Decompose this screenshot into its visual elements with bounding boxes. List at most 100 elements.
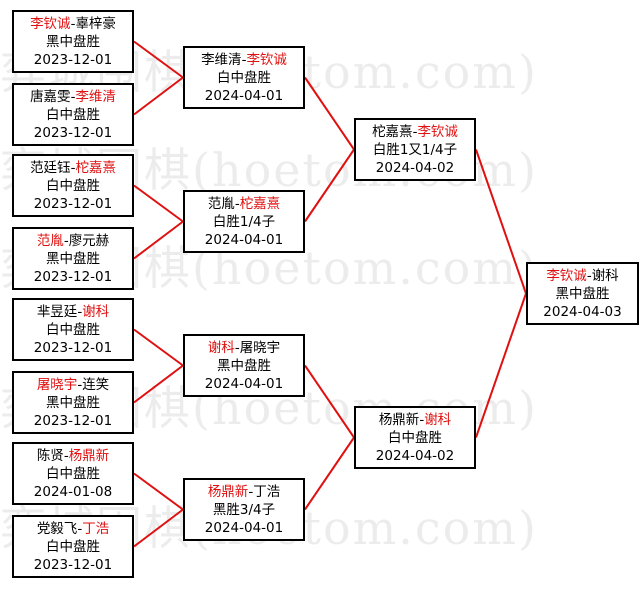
match-date: 2024-04-01 [204,231,284,248]
match-result: 白中盘胜 [388,429,442,446]
bracket-connector [304,364,355,439]
winner-name: 丁浩 [82,520,110,537]
player-name: 党毅飞 [36,520,78,537]
winner-name: 李钦诚 [246,51,287,68]
match-result: 黑中盘胜 [46,33,100,50]
match-result: 黑胜3/4子 [212,501,276,518]
match-date: 2023-12-01 [33,339,113,356]
match-players: 范廷钰-柁嘉熹 [30,159,116,177]
name-separator: - [77,376,83,393]
bracket-connector [304,76,355,151]
name-separator: - [586,267,592,284]
match-date: 2023-12-01 [33,412,113,429]
match-date: 2023-12-01 [33,195,113,212]
name-separator: - [63,447,69,464]
match-date: 2023-12-01 [33,556,113,573]
match-result: 黑中盘胜 [46,394,100,411]
match-players: 李钦诚-谢科 [546,267,618,285]
player-name: 连笑 [82,376,110,393]
player-name: 范廷钰 [30,159,71,176]
match-players: 芈昱廷-谢科 [37,303,109,321]
winner-name: 谢科 [207,339,235,356]
winner-name: 杨鼎新 [68,447,110,464]
bracket-connector [133,364,184,404]
bracket-connector [133,220,184,260]
match-players: 杨鼎新-丁浩 [208,483,280,501]
winner-name: 李钦诚 [417,123,458,140]
match-result: 白中盘胜 [46,321,100,338]
player-name: 丁浩 [253,483,281,500]
bracket-connector [133,472,184,511]
bracket-connector [133,40,184,79]
player-name: 屠晓宇 [239,339,281,356]
name-separator: - [77,520,83,537]
match-players: 陈贤-杨鼎新 [37,447,109,465]
match-players: 范胤-柁嘉熹 [208,195,280,213]
player-name: 陈贤 [36,447,64,464]
match-players: 谢科-屠晓宇 [208,339,280,357]
match-date: 2024-04-01 [204,87,284,104]
winner-name: 屠晓宇 [36,376,78,393]
match-result: 黑中盘胜 [46,250,100,267]
match-date: 2024-04-03 [543,303,622,320]
match-result: 黑中盘胜 [217,357,271,374]
match-date: 2024-04-02 [375,159,455,176]
winner-name: 柁嘉熹 [75,159,116,176]
bracket-connector [133,184,184,223]
match-date: 2023-12-01 [33,268,113,285]
winner-name: 李维清 [75,88,116,105]
winner-name: 范胤 [36,232,64,249]
player-name: 辜梓豪 [75,15,116,32]
player-name: 范胤 [207,195,235,212]
bracket-connector [133,76,184,116]
winner-name: 李钦诚 [30,15,71,32]
player-name: 柁嘉熹 [372,123,413,140]
match-result: 白中盘胜 [46,465,100,482]
winner-name: 柁嘉熹 [239,195,281,212]
name-separator: - [412,123,418,140]
name-separator: - [77,303,83,320]
match-date: 2024-04-01 [204,375,284,392]
match-players: 屠晓宇-连笑 [37,376,109,394]
match-players: 党毅飞-丁浩 [37,520,109,538]
player-name: 李维清 [201,51,242,68]
match-result: 白中盘胜 [46,106,100,123]
name-separator: - [241,51,247,68]
winner-name: 谢科 [424,411,452,428]
name-separator: - [248,483,254,500]
match-players: 柁嘉熹-李钦诚 [372,123,458,141]
winner-name: 谢科 [82,303,110,320]
name-separator: - [63,232,69,249]
winner-name: 杨鼎新 [207,483,249,500]
match-result: 白中盘胜 [46,538,100,555]
match-date: 2024-04-01 [204,519,284,536]
bracket-connector [133,328,184,367]
name-separator: - [234,195,240,212]
player-name: 谢科 [591,267,619,284]
player-name: 廖元赫 [68,232,110,249]
match-date: 2024-04-02 [375,447,455,464]
player-name: 芈昱廷 [36,303,78,320]
match-result: 白中盘胜 [217,69,271,86]
match-players: 唐嘉雯-李维清 [30,88,116,106]
name-separator: - [70,15,76,32]
player-name: 唐嘉雯 [30,88,71,105]
match-date: 2023-12-01 [33,124,113,141]
match-result: 白胜1又1/4子 [372,141,458,158]
match-result: 白胜1/4子 [212,213,276,230]
match-players: 李维清-李钦诚 [201,51,287,69]
match-result: 白中盘胜 [46,177,100,194]
